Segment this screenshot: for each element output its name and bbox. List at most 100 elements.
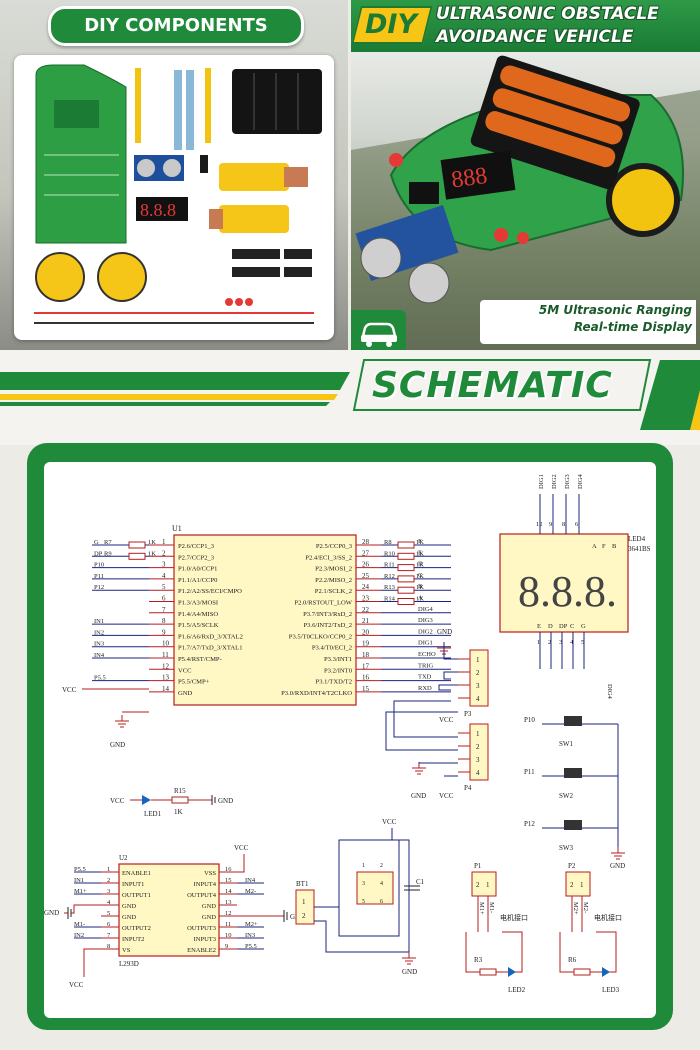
u2-pin-number: 4	[107, 899, 111, 906]
u1-pin-number: 23	[362, 595, 370, 603]
u1-pin-name: P2.0/RSTOUT_LOW	[294, 600, 352, 607]
led4-seg-label: F	[602, 543, 606, 550]
u2-net-label: M2-	[245, 888, 256, 895]
p1-interface-label: 电机接口	[500, 913, 528, 922]
u2-pin-number: 2	[107, 877, 110, 884]
u1-right-resistor	[397, 586, 415, 594]
u1-pin-name: P2.3/MOSI_2	[315, 566, 352, 573]
red-led	[235, 298, 243, 306]
switch-gnd-label: GND	[610, 862, 625, 870]
rxd-wire	[385, 711, 458, 751]
switch-symbol	[564, 820, 582, 830]
switch-net-label: P10	[524, 716, 535, 724]
gear-motor	[219, 163, 289, 191]
led4-seg-label: D	[548, 623, 553, 630]
u2-pin-number: 5	[107, 910, 110, 917]
resistor-ref: R11	[384, 562, 395, 569]
vehicle-wheel	[606, 163, 680, 237]
u1-pin-name: P1.0/A0/CCP1	[178, 566, 217, 573]
p2-resistor	[573, 968, 591, 976]
u1-net-label: DIG3	[418, 617, 433, 624]
trig-wire	[438, 684, 458, 691]
u1-pin-number: 5	[162, 583, 166, 591]
p4-pin-number: 3	[476, 756, 480, 764]
u2-net-label: P5.5	[74, 866, 86, 873]
u1-net-label: RXD	[418, 685, 432, 692]
u2-pin-number: 10	[225, 932, 232, 939]
p2-resistor-ref: R6	[568, 956, 577, 964]
u1-pin-number: 26	[362, 561, 370, 569]
p1-body	[471, 871, 497, 897]
u2-pin-number: 16	[225, 866, 232, 873]
p2-pin-number: 1	[580, 881, 584, 889]
resistor-value: 1K	[416, 562, 424, 569]
u1-pin-name: P2.1/SCLK_2	[315, 588, 352, 595]
u1-pin-name: P1.6/A6/RxD_3/XTAL2	[178, 633, 243, 640]
led4-seg-label: B	[612, 543, 617, 550]
u1-pin-number: 4	[162, 572, 166, 580]
led1-symbol	[142, 795, 151, 805]
p4-pin-number: 4	[476, 769, 480, 777]
power-switch-pin: 6	[380, 899, 383, 905]
seven-segment-display	[136, 197, 188, 221]
u2-pin-number: 9	[225, 943, 228, 950]
u2-net-label: IN1	[74, 877, 84, 884]
p2-net-label: M2+	[572, 902, 579, 915]
p4-ref: P4	[464, 784, 472, 792]
battery	[485, 111, 616, 168]
power-switch-pin: 4	[380, 881, 383, 887]
led4-seg-label: G	[581, 623, 586, 630]
p3-pin-number: 3	[476, 682, 480, 690]
pin-header-strip	[135, 68, 141, 143]
u1-net-label: P12	[94, 584, 104, 591]
u2-pin-name: GND	[122, 903, 136, 910]
schematic-diagram: U11P2.6/CCP1_3G2P2.7/CCP2_3DP3P1.0/A0/CC…	[44, 473, 651, 994]
section-stripes	[0, 359, 700, 430]
pcb-board	[35, 64, 127, 244]
p2-net-label: M2-	[582, 902, 589, 913]
u2-vcc-bottom-label: VCC	[69, 981, 84, 989]
p2-led-ref: LED3	[602, 986, 620, 994]
p2-ref: P2	[568, 862, 576, 870]
u1-pin-number: 21	[362, 617, 370, 625]
u1-pin-name: P2.6/CCP1_3	[178, 543, 215, 550]
u1-pin-name: P2.4/ECI_3/SS_2	[305, 554, 352, 561]
u1-net-label: P5.5	[94, 675, 106, 682]
u2-net-label: M1-	[74, 921, 85, 928]
resistor-value: 1K	[416, 584, 424, 591]
pin-header-strip	[205, 68, 211, 143]
u1-net-label: P11	[94, 573, 104, 580]
u2-pin-name: OUTPUT4	[187, 892, 217, 899]
car-icon	[361, 322, 397, 347]
diy-components-badge: DIY COMPONENTS	[48, 6, 304, 46]
vehicle-ic	[409, 182, 439, 204]
u1-pin-name: P5.4/RST/CMP-	[178, 656, 222, 663]
p2-led-symbol	[602, 967, 610, 977]
p2-loop	[559, 931, 617, 973]
u1-pin-number: 6	[162, 595, 166, 603]
feature-line1: 5M Ultrasonic Ranging	[538, 303, 692, 317]
u2-pin-name: OUTPUT3	[187, 925, 216, 932]
p4-gnd-wire	[418, 762, 458, 764]
switch-net-label: P12	[524, 820, 535, 828]
p3-gnd-label: GND	[437, 628, 452, 636]
u1-net-label: DIG1	[418, 640, 433, 647]
led1-resistor-ref: R15	[174, 787, 186, 795]
led4-seg-label: E	[537, 623, 541, 630]
bt1-pin-number: 1	[302, 898, 306, 906]
led4-seg-label: DP	[559, 623, 568, 630]
u1-net-label: DP	[94, 550, 103, 557]
switch-ref: SW3	[559, 844, 574, 852]
p1-led-symbol	[508, 967, 516, 977]
u1-right-resistor	[397, 541, 415, 549]
led4-pin-number: 1	[537, 639, 540, 646]
led1-ref: LED1	[144, 810, 162, 818]
u1-pin-number: 25	[362, 572, 370, 580]
echo-wire	[443, 671, 458, 680]
u2-gnd-wire	[71, 904, 101, 914]
u2-pin-number: 11	[225, 921, 231, 928]
p1-net-label: M1+	[478, 902, 485, 915]
u1-net-label: DIG2	[418, 628, 433, 635]
gear-motor	[219, 205, 289, 233]
resistor-ref: R14	[384, 596, 396, 603]
